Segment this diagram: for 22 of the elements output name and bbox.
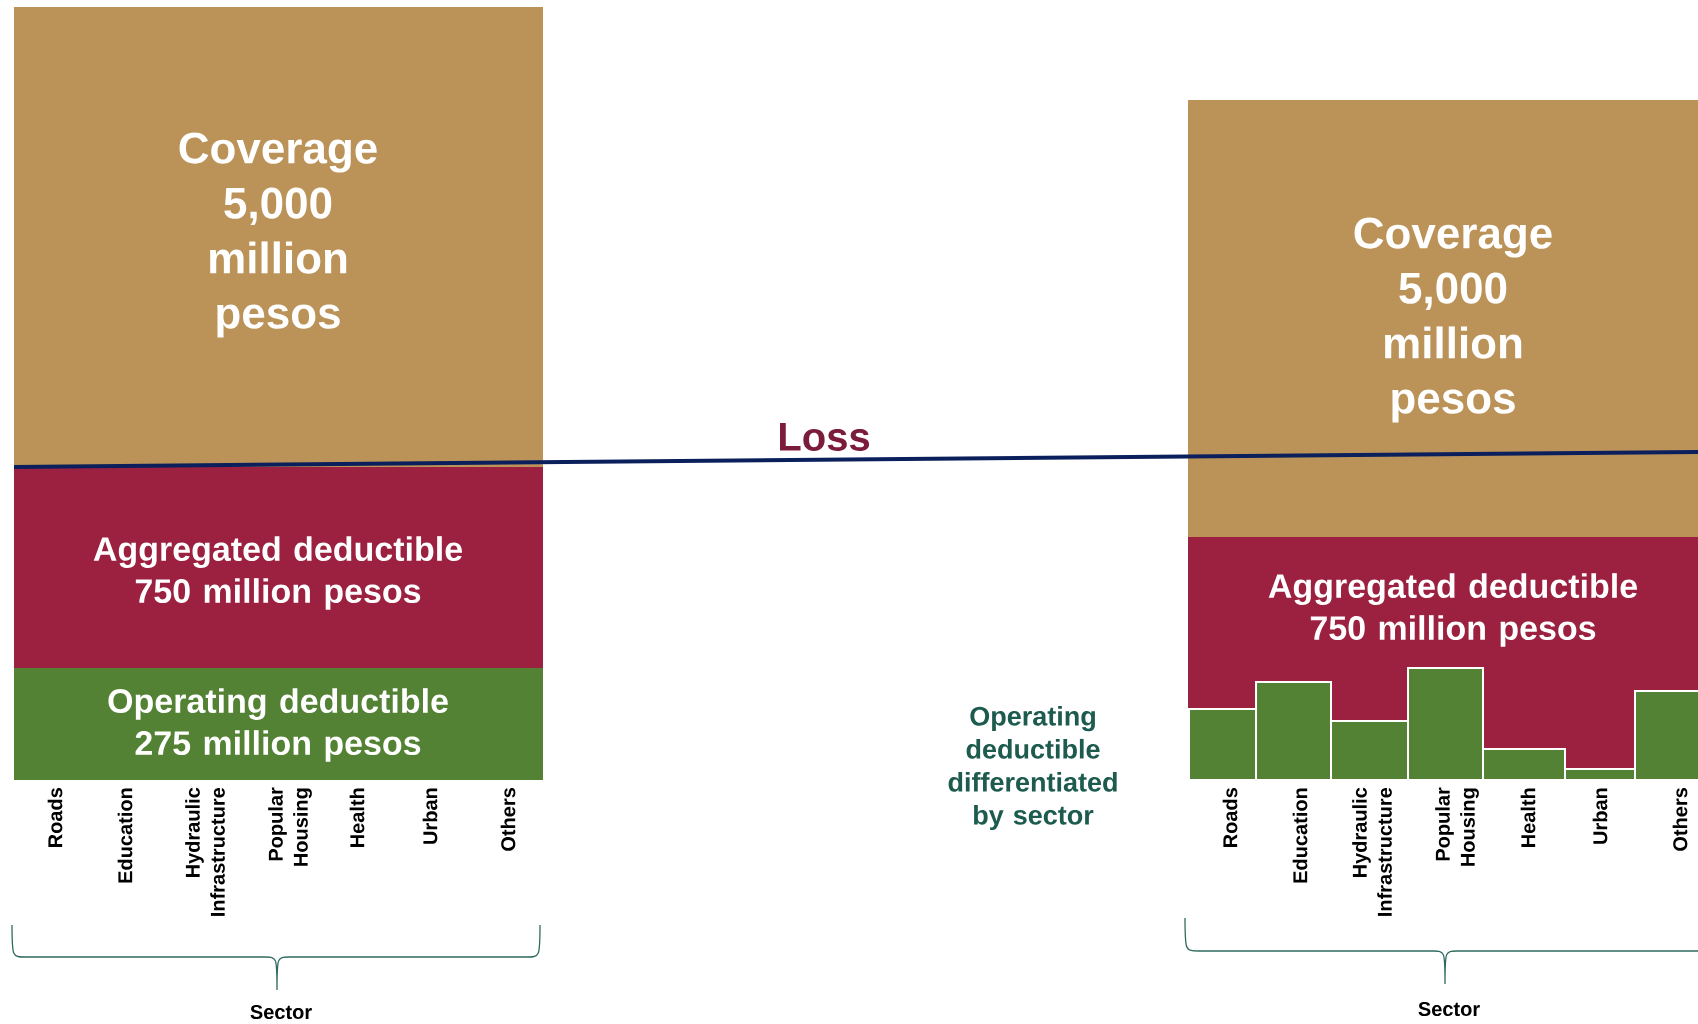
sector-label: Roads (1222, 788, 1238, 847)
bar (1255, 681, 1332, 781)
deductible-box: Aggregated deductible 750 million pesos (14, 467, 543, 668)
bar (1407, 667, 1484, 781)
sector-label: Health (1520, 788, 1536, 847)
bar (1564, 768, 1636, 781)
sector-label: Others (1672, 788, 1688, 851)
bar (1482, 748, 1566, 781)
sector-label: Hydraulic Infrastructure (1352, 787, 1392, 916)
loss-label: Loss (780, 423, 870, 451)
coverage-box: Coverage 5,000 million pesos (14, 7, 543, 467)
bar (1634, 690, 1698, 781)
coverage-box: Coverage 5,000 million pesos (1188, 100, 1698, 537)
sector-label: Urban (1592, 788, 1608, 844)
axis-title: Sector (250, 1004, 312, 1020)
sector-label: Education (1292, 788, 1308, 883)
deductible-box: Operating deductible 275 million pesos (14, 668, 543, 780)
axis-title: Sector (1418, 1001, 1480, 1017)
bar (1330, 720, 1409, 781)
bar (1188, 708, 1257, 781)
note-text: Operating deductible differentiated by sector (948, 705, 1117, 831)
sector-label: Popular Housing (1435, 787, 1479, 866)
